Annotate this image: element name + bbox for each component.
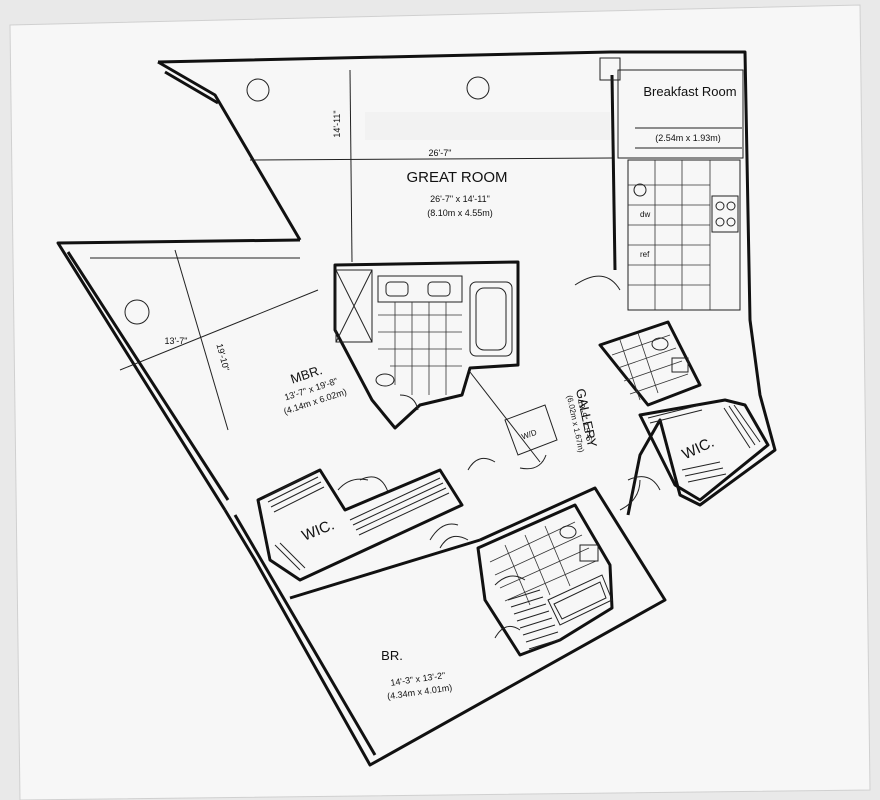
dishwasher-label: dw: [640, 210, 650, 219]
powder-sink: [671, 357, 689, 373]
bedroom-bath: [476, 503, 614, 657]
kitchen: dw ref: [574, 159, 741, 311]
kitchen-door-swing: [574, 275, 621, 291]
washer-dryer-closet: [504, 404, 558, 456]
great-room-dims-metric: (8.10m x 4.55m): [427, 208, 493, 218]
great-room: 14'-11" 26'-7" GREAT ROOM 26'-7" x 14'-1…: [246, 69, 617, 271]
master-bath: [333, 260, 520, 430]
kitchen-sink: [633, 183, 647, 197]
walk-in-closet-2: WIC.: [638, 398, 770, 502]
breakfast-room-title: Breakfast Room: [643, 84, 736, 99]
master-toilet: [375, 373, 395, 387]
column-right: [466, 76, 490, 100]
breakfast-room: Breakfast Room (2.54m x 1.93m): [599, 57, 744, 159]
breakfast-room-dims-metric: (2.54m x 1.93m): [655, 133, 721, 143]
mbr-door-swing: [359, 476, 389, 493]
bedroom-bathtub: [547, 574, 613, 626]
great-room-dims: 26'-7" x 14'-11": [430, 194, 490, 204]
exterior-walls: [56, 50, 777, 767]
great-room-title: GREAT ROOM: [406, 169, 507, 186]
powder-toilet: [651, 337, 669, 351]
great-room-depth-label: 14'-11": [332, 110, 342, 137]
bedroom-bath-sink: [579, 544, 599, 562]
br-title: BR.: [381, 648, 403, 663]
mbr-width-label: 13'-7": [165, 336, 188, 346]
powder-bath: [598, 320, 702, 407]
double-vanity: [377, 275, 463, 303]
refrigerator-label: ref: [640, 250, 650, 259]
stove: [711, 195, 739, 233]
bedroom-bath-toilet: [559, 525, 577, 539]
column-mbr: [124, 299, 150, 325]
great-room-width-label: 26'-7": [429, 148, 452, 158]
master-bathtub: [469, 281, 513, 357]
column-left: [246, 78, 270, 102]
